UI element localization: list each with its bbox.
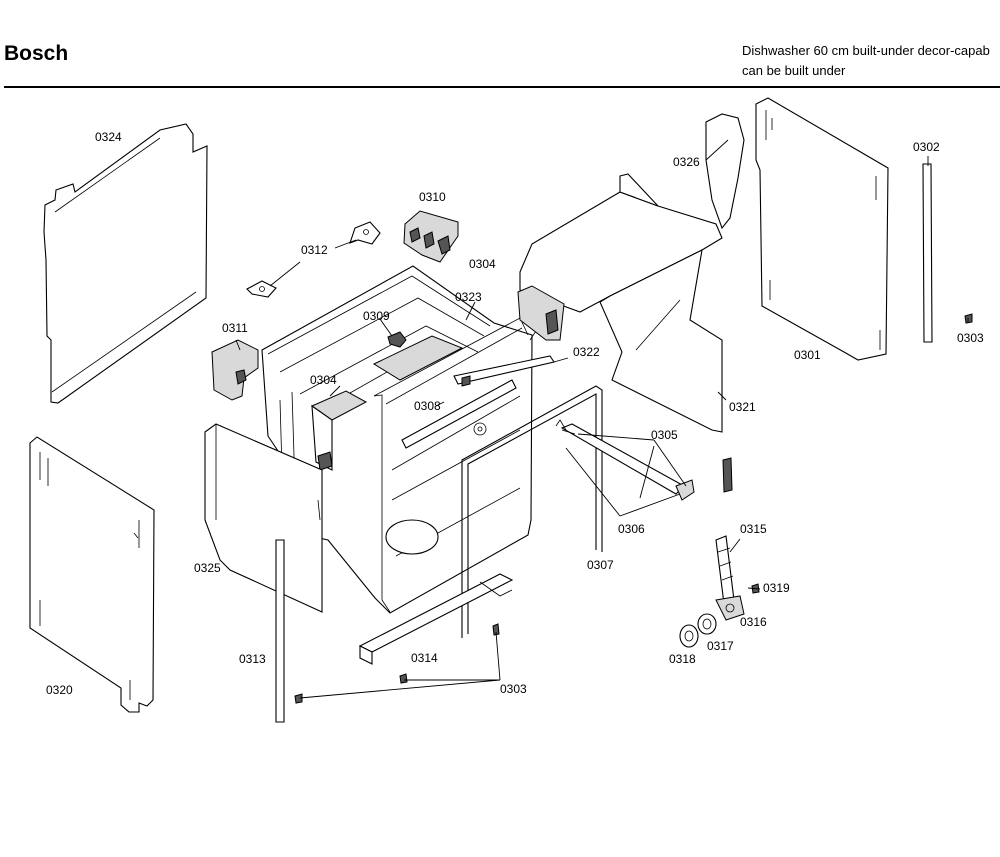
part-0314-base-bracket[interactable] <box>358 573 514 665</box>
label-0301: 0301 <box>794 348 821 362</box>
part-0303-screw-right[interactable] <box>964 313 973 324</box>
part-0309-sensor[interactable] <box>387 331 407 348</box>
label-0323: 0323 <box>455 290 482 304</box>
part-0304-bracket-right[interactable] <box>517 285 565 341</box>
label-0307: 0307 <box>587 558 614 572</box>
label-0325: 0325 <box>194 561 221 575</box>
label-0306: 0306 <box>618 522 645 536</box>
label-0316: 0316 <box>740 615 767 629</box>
label-0311: 0311 <box>222 321 248 335</box>
part-0324-side-panel[interactable] <box>43 123 208 404</box>
model-description-line-1: Dishwasher 60 cm built-under decor-capab <box>742 43 990 58</box>
leader-lines <box>235 139 969 699</box>
model-description: Dishwasher 60 cm built-under decor-capab… <box>742 41 990 81</box>
part-0318-washer[interactable] <box>679 624 699 648</box>
label-0302: 0302 <box>913 140 940 154</box>
label-0322: 0322 <box>573 345 600 359</box>
label-0312: 0312 <box>301 243 328 257</box>
label-0320: 0320 <box>46 683 73 697</box>
part-number-labels: 0324 0310 0312 0311 0309 0304 0304 0323 … <box>46 130 984 697</box>
part-0313-strip[interactable] <box>275 539 285 723</box>
model-description-line-2: can be built under <box>742 63 846 78</box>
part-0305-rail-bar[interactable] <box>555 419 695 501</box>
label-0308: 0308 <box>414 399 441 413</box>
label-0310: 0310 <box>419 190 446 204</box>
brand-title: Bosch <box>4 42 69 65</box>
part-0316-valve[interactable] <box>715 595 745 621</box>
part-0310-control-module[interactable] <box>403 210 459 263</box>
label-0309: 0309 <box>363 309 390 323</box>
label-0314: 0314 <box>411 651 438 665</box>
part-0301-side-panel[interactable] <box>755 97 889 361</box>
part-0315-hose[interactable] <box>715 457 735 605</box>
label-0317: 0317 <box>707 639 734 653</box>
part-0317-nut[interactable] <box>697 613 717 635</box>
label-0318: 0318 <box>669 652 696 666</box>
part-0323-tub-body[interactable] <box>261 265 533 614</box>
label-0321: 0321 <box>729 400 756 414</box>
part-0312-brackets[interactable] <box>246 221 381 298</box>
label-0315: 0315 <box>740 522 767 536</box>
part-0321-rear-cover[interactable] <box>519 173 723 433</box>
label-0303-right: 0303 <box>957 331 984 345</box>
header-divider <box>4 86 1000 88</box>
part-0308-hinge-strip[interactable] <box>401 379 517 449</box>
label-0326: 0326 <box>673 155 700 169</box>
part-0304-bracket-left[interactable] <box>310 390 368 471</box>
label-0304-right: 0304 <box>469 257 496 271</box>
label-0313: 0313 <box>239 652 266 666</box>
label-0305: 0305 <box>651 428 678 442</box>
part-0311-connector[interactable] <box>211 339 259 401</box>
part-0302-strip[interactable] <box>922 163 933 343</box>
part-0320-side-panel[interactable] <box>29 436 155 713</box>
part-0303-screws-bottom[interactable] <box>294 623 500 704</box>
part-0326-insulation[interactable] <box>705 113 745 230</box>
label-0319: 0319 <box>763 581 790 595</box>
label-0324: 0324 <box>95 130 122 144</box>
label-0303-bottom: 0303 <box>500 682 527 696</box>
label-0304-left: 0304 <box>310 373 337 387</box>
